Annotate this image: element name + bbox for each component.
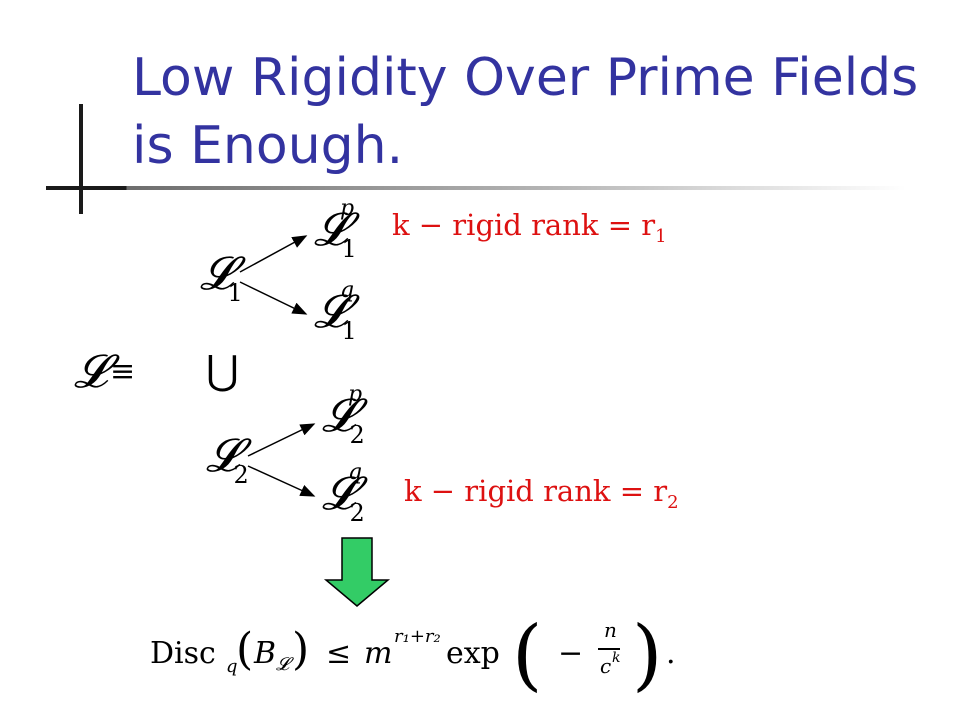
fraction-numerator: n [604, 618, 617, 642]
bottom-rank-subscript: 2 [667, 492, 679, 513]
disc-subscript: q [226, 656, 238, 677]
bottom-upper-symbol: 𝓛 [322, 388, 356, 442]
title-divider-vertical [79, 104, 83, 214]
top-upper-arrow [239, 235, 308, 273]
top-upper-symbol: 𝓛 [314, 202, 348, 256]
bottom-rank-label: k − rigid rank = r2 [404, 474, 679, 513]
top-lower-node: 𝓛1 q [314, 278, 363, 345]
fraction-bar [598, 648, 620, 650]
top-upper-node: 𝓛1 p [314, 196, 363, 263]
big-left-paren: ( [512, 610, 543, 700]
title-divider-horizontal [46, 186, 906, 190]
bottom-lower-arrow [247, 465, 316, 497]
fraction-denominator: c [600, 654, 612, 678]
top-rank-label: k − rigid rank = r1 [392, 208, 667, 247]
top-lower-symbol: 𝓛 [314, 284, 348, 338]
leq-symbol: ≤ [326, 636, 352, 671]
denominator-exponent: k [612, 650, 621, 666]
bottom-upper-arrow [247, 423, 316, 457]
period: . [666, 636, 676, 671]
top-root-node: 𝓛1 [200, 246, 249, 307]
top-upper-superscript: p [340, 196, 355, 221]
exp-text: exp [446, 636, 500, 671]
m-symbol: m [364, 636, 393, 671]
bottom-rank-text: k − rigid rank = r [404, 474, 668, 508]
bottom-upper-superscript: p [348, 382, 363, 407]
top-root-symbol: 𝓛 [200, 246, 234, 300]
bottom-lower-node: 𝓛2 q [322, 460, 371, 527]
bottom-upper-subscript: 2 [349, 421, 365, 449]
union-symbol: ⋃ [206, 348, 239, 394]
top-rank-subscript: 1 [655, 226, 667, 247]
disc-text: Disc [150, 636, 216, 671]
top-lower-subscript: 1 [341, 317, 357, 345]
slide-title: Low Rigidity Over Prime Fields is Enough… [132, 48, 919, 176]
right-paren: ) [292, 624, 310, 675]
top-rank-text: k − rigid rank = r [392, 208, 656, 242]
bottom-lower-superscript: q [348, 460, 363, 485]
top-lower-superscript: q [340, 278, 355, 303]
big-right-paren: ) [632, 610, 663, 700]
bottom-root-node: 𝓛2 [206, 428, 255, 489]
top-lower-arrow [239, 281, 308, 315]
equiv-symbol: ≡ [110, 354, 136, 389]
arg-symbol: B [254, 636, 277, 671]
top-root-subscript: 1 [227, 279, 243, 307]
left-paren: ( [236, 624, 254, 675]
minus-symbol: − [558, 636, 584, 671]
arg-subscript: 𝓛 [276, 654, 290, 675]
m-exponent: r₁+r₂ [394, 626, 441, 647]
down-arrow-icon [323, 537, 391, 607]
lhs-symbol: 𝓛 [74, 344, 108, 398]
bottom-root-subscript: 2 [233, 461, 249, 489]
bottom-root-symbol: 𝓛 [206, 428, 240, 482]
bottom-lower-symbol: 𝓛 [322, 466, 356, 520]
bottom-upper-node: 𝓛2 p [322, 382, 371, 449]
top-upper-subscript: 1 [341, 235, 357, 263]
bottom-lower-subscript: 2 [349, 499, 365, 527]
